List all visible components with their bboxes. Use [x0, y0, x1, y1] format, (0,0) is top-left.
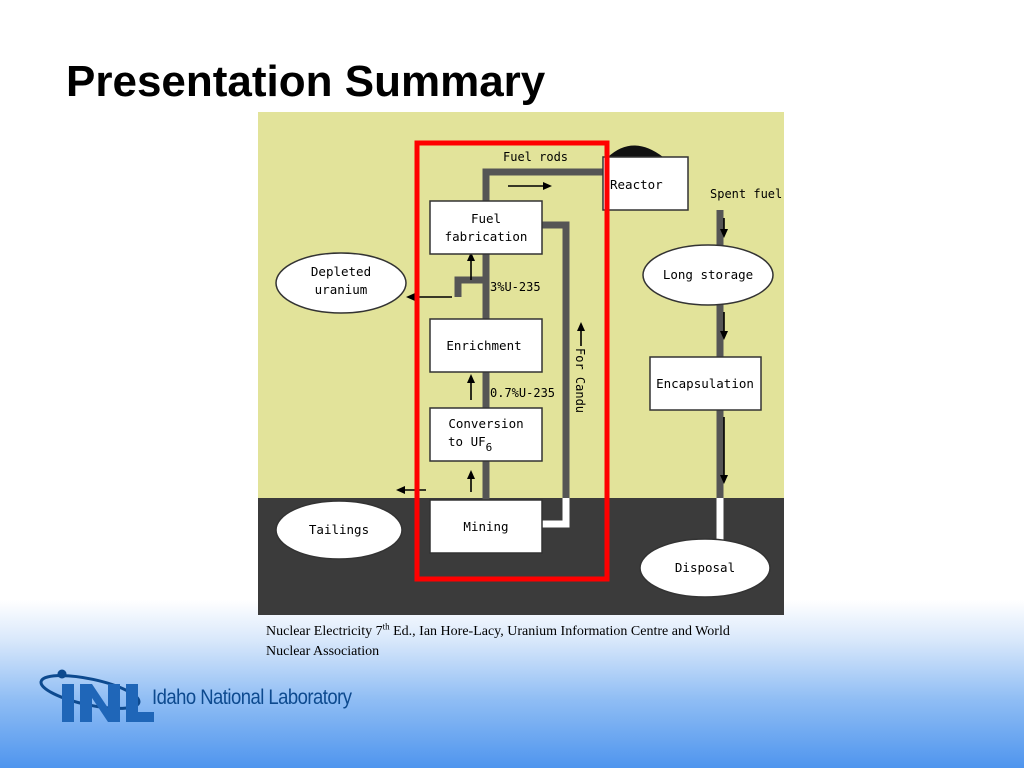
- conversion-label-line1: Conversion: [448, 416, 523, 431]
- spent-fuel-label: Spent fuel: [710, 187, 782, 201]
- candu-pipe: [542, 221, 570, 500]
- for-candu-label: For Candu: [573, 348, 587, 413]
- enriched-label: 3%U-235: [490, 280, 541, 294]
- enrichment-box: [429, 318, 543, 373]
- flow-arrows: [396, 182, 728, 494]
- highlight-frame: [414, 140, 610, 582]
- fuel-rods-pipe: [482, 168, 603, 502]
- conversion-label-main: to UF: [448, 434, 486, 449]
- reactor-box: [602, 156, 689, 211]
- fuel-label-line2: fabrication: [445, 229, 528, 244]
- arrow-to-encapsulation: [720, 312, 728, 340]
- encapsulation-box: [649, 356, 762, 411]
- arrow-to-fuel: [467, 252, 475, 280]
- conversion-label-sub: 6: [486, 441, 493, 454]
- fuel-fabrication-box: [429, 200, 543, 255]
- reactor-dome: [608, 145, 663, 157]
- fuel-cycle-diagram: Reactor Fuel fabrication Enrichment Conv…: [258, 112, 784, 615]
- encapsulation-label: Encapsulation: [656, 376, 754, 391]
- disposal-ellipse: [639, 538, 771, 598]
- arrow-to-disposal: [720, 417, 728, 484]
- long-storage-ellipse: [642, 244, 774, 306]
- candu-pipe-underground: [542, 498, 570, 528]
- inl-logo-icon: [39, 669, 154, 722]
- fuel-cycle-svg: Reactor Fuel fabrication Enrichment Conv…: [258, 112, 784, 615]
- tailings-label: Tailings: [309, 522, 369, 537]
- depleted-label-line2: uranium: [315, 282, 368, 297]
- arrow-spent-fuel: [720, 218, 728, 238]
- arrow-to-depleted: [406, 293, 452, 301]
- natural-uranium-label: 0.7%U-235: [490, 386, 555, 400]
- enrichment-label: Enrichment: [446, 338, 521, 353]
- arrow-candu: [577, 322, 585, 346]
- disposal-label: Disposal: [675, 560, 735, 575]
- tailings-ellipse: [275, 500, 403, 560]
- depleted-pipe: [454, 276, 486, 297]
- long-storage-label: Long storage: [663, 267, 753, 282]
- organization-name: Idaho National Laboratory: [152, 686, 352, 709]
- caption-text-end: Ed., Ian Hore-Lacy, Uranium Information …: [266, 624, 730, 659]
- depleted-uranium-ellipse: [275, 252, 407, 314]
- reactor-label: Reactor: [610, 177, 663, 192]
- conversion-label-line2: to UF6: [448, 434, 492, 454]
- fuel-rods-label: Fuel rods: [503, 150, 568, 164]
- caption-superscript: th: [382, 621, 390, 632]
- depleted-label-line1: Depleted: [311, 264, 371, 279]
- source-caption: Nuclear Electricity 7th Ed., Ian Hore-La…: [266, 622, 776, 662]
- fuel-label-line1: Fuel: [471, 211, 501, 226]
- slide-title: Presentation Summary: [66, 57, 546, 106]
- underground-pipes: [542, 498, 724, 544]
- conversion-box: [429, 407, 543, 462]
- arrow-to-conversion: [467, 470, 475, 492]
- arrow-fuel-rods: [508, 182, 552, 190]
- mining-label: Mining: [463, 519, 508, 534]
- mining-box: [429, 499, 543, 554]
- caption-text-start: Nuclear Electricity 7: [266, 624, 383, 639]
- arrow-to-enrichment: [467, 374, 475, 400]
